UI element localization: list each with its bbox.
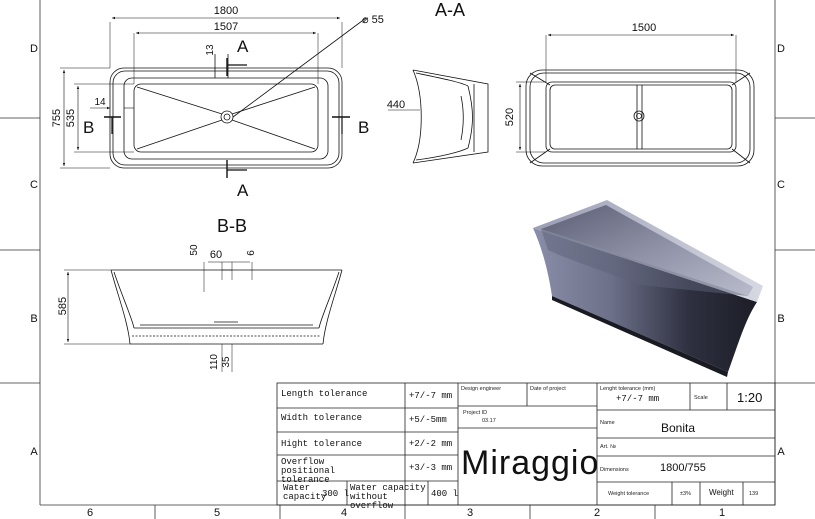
- overflow-tolerance-label: Overflow positional tolerance: [281, 457, 336, 485]
- weight-tolerance-value: ±3%: [680, 491, 691, 497]
- row-label-left: C: [30, 179, 38, 191]
- dim-bb-110: 110: [209, 354, 220, 370]
- length-tolerance-mm-label: Lenght tolerance (mm): [600, 386, 656, 392]
- col-label: 5: [214, 507, 220, 519]
- width-tolerance-value: +5/-5mm: [409, 415, 447, 425]
- dimensions-value: 1800/755: [660, 462, 706, 474]
- top-view: [60, 16, 367, 178]
- section-mark-b-left: B: [83, 118, 94, 137]
- side-view: [388, 69, 489, 164]
- dim-drain-diameter: ⌀ 55: [362, 14, 384, 26]
- height-tolerance-label: Hight tolerance: [281, 439, 363, 449]
- dim-bb-585: 585: [57, 297, 69, 315]
- row-label-left: B: [30, 313, 37, 325]
- date-of-project-label: Date of project: [530, 386, 566, 392]
- row-label-right: A: [777, 446, 785, 458]
- art-number-label: Art. №: [600, 444, 616, 450]
- width-tolerance-label: Width tolerance: [281, 413, 363, 423]
- dim-bb-50: 50: [189, 244, 200, 256]
- row-label-left: A: [30, 446, 38, 458]
- weight-tolerance-label: Weight tolerance: [608, 491, 650, 497]
- scale-value: 1:20: [737, 390, 763, 405]
- water-capacity-value: 300 l: [322, 489, 350, 499]
- weight-value: 139: [749, 491, 759, 497]
- col-label: 4: [341, 507, 347, 519]
- section-mark-a-bottom: A: [237, 181, 249, 200]
- water-capacity-no-overflow-label: Water capacity without overflow: [350, 483, 426, 511]
- length-tolerance-label: Length tolerance: [281, 389, 368, 399]
- scale-label: Scale: [694, 395, 708, 401]
- dim-side-height: 440: [387, 99, 405, 111]
- length-tolerance-value: +7/-7 mm: [409, 391, 453, 401]
- col-label: 1: [719, 507, 725, 519]
- row-label-right: C: [777, 179, 785, 191]
- dim-bb-60: 60: [210, 249, 222, 261]
- section-b-b-view: [64, 261, 343, 372]
- section-b-b-title: B-B: [217, 216, 247, 236]
- dim-overall-width: 755: [51, 109, 63, 127]
- overflow-tolerance-value: +3/-3 mm: [409, 463, 453, 473]
- weight-label: Weight: [709, 488, 734, 497]
- section-mark-b-right: B: [358, 118, 369, 137]
- height-tolerance-value: +2/-2 mm: [409, 439, 453, 449]
- section-a-a-title: A-A: [435, 0, 465, 20]
- dim-drain-offset: 13: [205, 44, 216, 56]
- dim-overall-length: 1800: [214, 5, 238, 17]
- dim-aa-inner-length: 1500: [632, 22, 656, 34]
- row-label-right: D: [777, 43, 785, 55]
- dim-bb-6: 6: [246, 250, 257, 256]
- water-capacity-no-overflow-value: 400 l: [431, 489, 459, 499]
- dim-aa-inner-width: 520: [504, 108, 516, 126]
- bathtub-3d-render: [533, 200, 763, 377]
- design-engineer-label: Design engineer: [461, 386, 502, 392]
- section-mark-a-top: A: [237, 37, 249, 56]
- col-label: 2: [594, 507, 600, 519]
- dim-rim: 14: [94, 97, 106, 108]
- name-label: Name: [600, 420, 615, 426]
- water-capacity-label: Water capacity: [283, 483, 327, 502]
- row-label-right: B: [777, 313, 784, 325]
- section-a-a-view: [516, 33, 755, 167]
- brand-logo: Miraggio: [461, 444, 600, 482]
- col-label: 6: [87, 507, 93, 519]
- project-id-value: 03.17: [482, 418, 496, 424]
- dim-inner-length: 1507: [214, 21, 238, 33]
- dim-bb-35: 35: [221, 356, 232, 368]
- product-name: Bonita: [661, 421, 696, 435]
- dim-inner-width: 535: [65, 109, 77, 127]
- col-label: 3: [467, 507, 473, 519]
- length-tolerance-mm-value: +7/-7 mm: [616, 394, 660, 404]
- title-block-grid: [276, 382, 776, 506]
- dimensions-label: Dimensions: [600, 467, 629, 473]
- row-label-left: D: [30, 43, 38, 55]
- project-id-label: Project ID: [463, 410, 488, 416]
